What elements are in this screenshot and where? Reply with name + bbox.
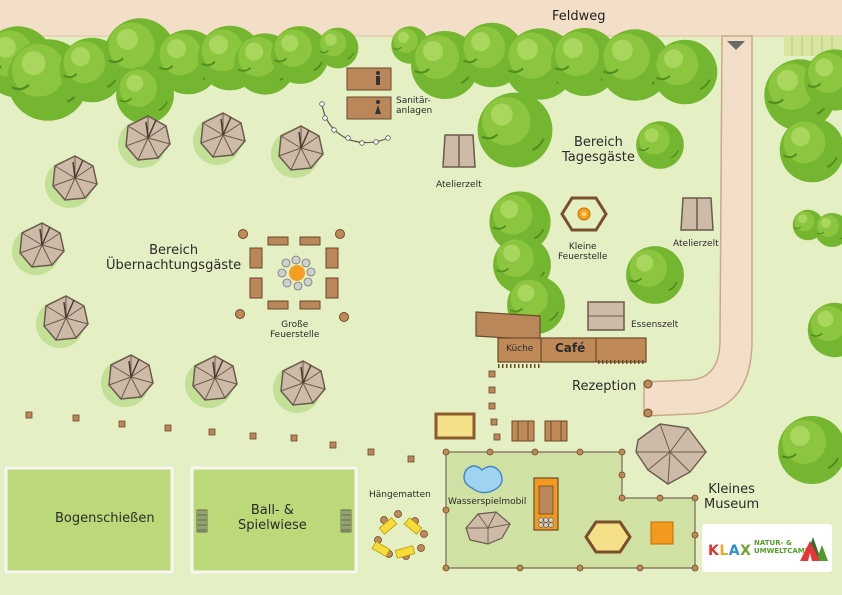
- label-haengematten: Hängematten: [369, 490, 431, 500]
- sandbox: [434, 412, 476, 440]
- label-feldweg: Feldweg: [552, 9, 606, 24]
- label-kueche: Küche: [506, 344, 534, 354]
- label-essenszelt: Essenszelt: [631, 320, 679, 330]
- picnic-tables: [511, 420, 568, 442]
- label-ball-spielwiese: Ball- & Spielwiese: [238, 503, 307, 533]
- ball-spielwiese-field: [190, 466, 358, 574]
- label-atelierzelt-left: Atelierzelt: [436, 180, 482, 190]
- kleine-feuerstelle: [560, 196, 608, 232]
- label-cafe: Café: [555, 341, 586, 355]
- label-wasserspielmobil: Wasserspielmobil: [448, 497, 527, 507]
- atelierzelt-right: [680, 197, 714, 231]
- label-kleines-museum: Kleines Museum: [704, 482, 760, 512]
- kueche-cafe-building: [475, 311, 647, 368]
- label-bereich-tagesgaeste: Bereich Tagesgäste: [562, 135, 635, 165]
- label-bogenschiessen: Bogenschießen: [55, 511, 155, 526]
- label-kleine-feuerstelle: Kleine Feuerstelle: [558, 242, 608, 263]
- label-rezeption: Rezeption: [572, 379, 637, 394]
- essenszelt: [587, 301, 625, 331]
- label-grosse-feuerstelle: Große Feuerstelle: [270, 320, 320, 341]
- klax-logo: KLAX NATUR- &UMWELTCAMP: [702, 524, 832, 572]
- haengematten: [371, 510, 428, 560]
- label-sanitaer: Sanitär- anlagen: [396, 96, 433, 117]
- logo-subtitle: NATUR- &UMWELTCAMP: [754, 539, 810, 556]
- sanitaer-anlagen: [319, 67, 392, 146]
- klax-wordmark: KLAX: [708, 543, 752, 559]
- label-atelierzelt-right: Atelierzelt: [673, 239, 719, 249]
- tent-tree-icon: [800, 537, 828, 561]
- bogenschiessen-field: [4, 466, 174, 574]
- atelierzelt-left: [442, 134, 476, 168]
- museum-area: [442, 423, 707, 572]
- grosse-feuerstelle: [235, 229, 349, 322]
- label-bereich-uebernachtungsgaeste: Bereich Übernachtungsgäste: [106, 243, 242, 273]
